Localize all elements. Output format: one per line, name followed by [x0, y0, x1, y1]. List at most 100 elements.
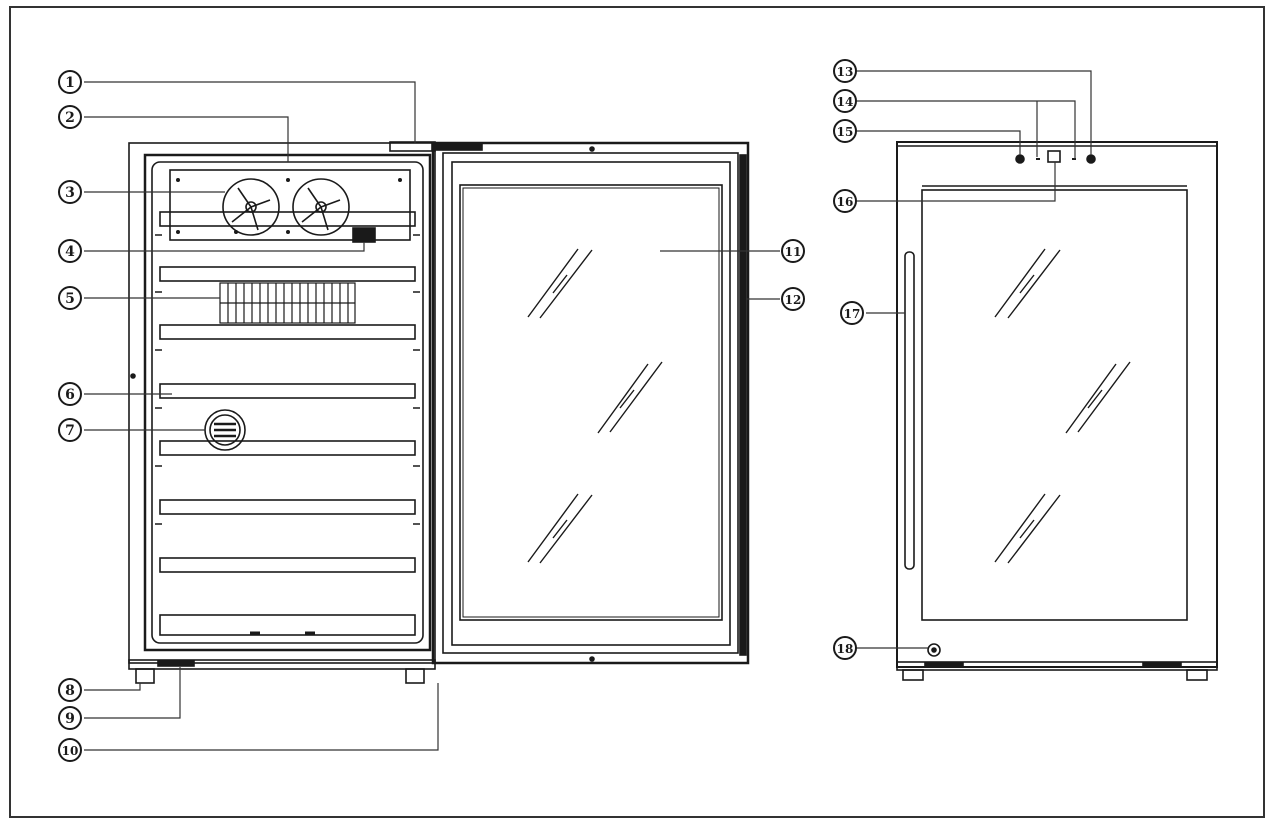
- callout-6: 6: [58, 382, 82, 406]
- callout-circle: [781, 239, 805, 263]
- callout-number: 17: [844, 307, 861, 321]
- leader-13: [855, 70, 1092, 155]
- front-base: [896, 661, 1218, 671]
- front-glass-reflections: [994, 248, 1131, 564]
- diagram-border: [9, 6, 1265, 818]
- door-handle: [904, 251, 915, 570]
- control-box: [352, 227, 376, 243]
- leader-15: [855, 130, 1021, 155]
- callout-14: 14: [833, 89, 857, 113]
- shelf-rails: [155, 234, 420, 525]
- fan-right: [292, 178, 350, 236]
- callout-number: 4: [65, 244, 75, 260]
- callout-circle: [58, 382, 82, 406]
- callout-4: 4: [58, 239, 82, 263]
- door-top-bar: [431, 142, 483, 151]
- cabinet-base: [128, 659, 436, 670]
- callout-number: 8: [65, 683, 75, 699]
- callout-1: 1: [58, 70, 82, 94]
- callout-number: 3: [65, 185, 75, 201]
- callout-circle: [833, 189, 857, 213]
- leader-lines: [84, 70, 1092, 751]
- callout-11: 11: [781, 239, 805, 263]
- callout-number: 13: [837, 65, 854, 79]
- callout-number: 9: [65, 711, 75, 727]
- callout-2: 2: [58, 105, 82, 129]
- front-glass: [921, 189, 1188, 621]
- left-leg: [135, 668, 155, 684]
- callout-circle: [58, 239, 82, 263]
- callout-circle: [58, 678, 82, 702]
- leader-9: [84, 667, 181, 719]
- callout-13: 13: [833, 59, 857, 83]
- callout-circle: [833, 89, 857, 113]
- callout-circle: [833, 636, 857, 660]
- callout-circle: [58, 706, 82, 730]
- leader-16: [855, 162, 1056, 202]
- leader-8: [84, 683, 141, 691]
- callout-circle: [833, 59, 857, 83]
- callout-number: 18: [837, 642, 854, 656]
- temp-down-button: [1015, 154, 1025, 164]
- callout-circle: [833, 119, 857, 143]
- callout-5: 5: [58, 286, 82, 310]
- callout-7: 7: [58, 418, 82, 442]
- door-frame-inner: [451, 161, 731, 646]
- callout-number: 12: [785, 293, 802, 307]
- fridge-open-view: [128, 141, 436, 684]
- callout-number: 2: [65, 110, 75, 126]
- cabinet-inner-frame: [143, 153, 432, 652]
- callout-circle: [840, 301, 864, 325]
- glass-reflections: [527, 248, 663, 564]
- leader-14: [855, 100, 1076, 159]
- door-glass: [459, 184, 723, 621]
- callout-circle: [58, 180, 82, 204]
- fan-panel: [169, 169, 411, 241]
- leader-1: [84, 81, 416, 143]
- cabinet-outer: [128, 142, 436, 664]
- callout-15: 15: [833, 119, 857, 143]
- front-left-leg: [902, 669, 924, 681]
- front-outer: [896, 141, 1218, 668]
- drain-dial: [204, 409, 246, 451]
- callout-circle: [58, 738, 82, 762]
- callout-10: 10: [58, 738, 82, 762]
- callout-3: 3: [58, 180, 82, 204]
- callout-number: 5: [65, 291, 75, 307]
- callout-number: 7: [65, 423, 75, 439]
- door-lock: [927, 643, 941, 657]
- door-frame: [442, 152, 739, 654]
- callout-circle: [58, 418, 82, 442]
- shelves: [159, 211, 416, 636]
- callout-number: 14: [837, 95, 854, 109]
- callout-17: 17: [840, 301, 864, 325]
- callout-number: 10: [62, 744, 79, 758]
- door-open-view: [431, 141, 750, 665]
- callout-number: 6: [65, 387, 75, 403]
- cabinet-liner: [151, 161, 424, 644]
- callout-circle: [58, 286, 82, 310]
- callout-number: 15: [837, 125, 854, 139]
- callout-circle: [781, 287, 805, 311]
- leader-10: [84, 683, 439, 751]
- callout-number: 11: [785, 245, 802, 259]
- callout-9: 9: [58, 706, 82, 730]
- callout-number: 16: [837, 195, 854, 209]
- temp-up-button: [1086, 154, 1096, 164]
- callout-8: 8: [58, 678, 82, 702]
- door-glass-inner: [462, 187, 720, 618]
- callout-number: 1: [65, 75, 75, 91]
- temp-display: [1047, 150, 1061, 163]
- callout-circle: [58, 105, 82, 129]
- leader-4: [84, 242, 365, 252]
- fridge-closed-view: [896, 141, 1218, 681]
- evaporator: [219, 282, 356, 324]
- base-vent: [157, 660, 195, 667]
- door-gasket: [739, 154, 747, 656]
- callout-18: 18: [833, 636, 857, 660]
- right-leg: [405, 668, 425, 684]
- door-outer: [431, 141, 750, 665]
- callout-16: 16: [833, 189, 857, 213]
